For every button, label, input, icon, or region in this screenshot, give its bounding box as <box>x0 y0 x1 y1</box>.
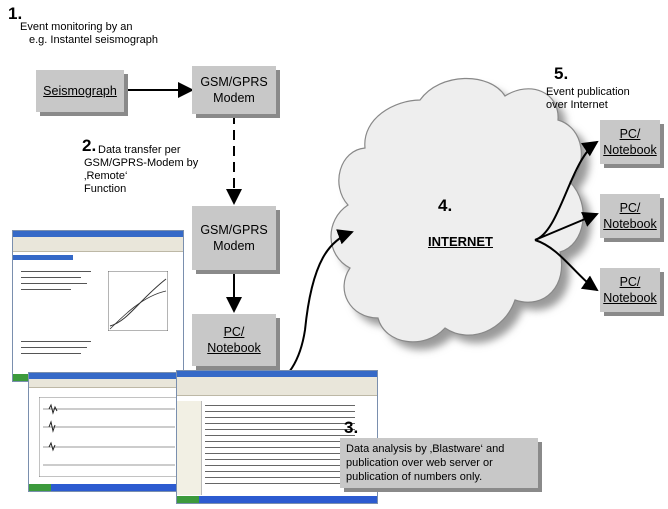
pc-remote-3-line-1: PC/ <box>619 275 641 289</box>
software-screenshot-blastware <box>176 370 378 504</box>
event-graph-thumbnail <box>108 271 168 331</box>
pc-local-line-2: Notebook <box>207 341 261 355</box>
step-1-text: Event monitoring by an e.g. Instantel se… <box>20 21 158 47</box>
step-3-line-1: Data analysis by ‚Blastware‘ and <box>346 443 505 455</box>
software-screenshot-event-report <box>12 230 184 382</box>
seismograph-label: Seismograph <box>43 84 117 98</box>
step-2-line-3: Function <box>84 183 127 195</box>
modem-2-line-2: Modem <box>213 239 255 253</box>
modem-1-line-1: GSM/GPRS <box>200 75 268 89</box>
arrow-internet-notebook-1 <box>534 140 599 241</box>
modem-2-line-1: GSM/GPRS <box>200 223 268 237</box>
step-3-note: Data analysis by ‚Blastware‘ and publica… <box>340 438 538 488</box>
gsm-modem-box-2: GSM/GPRS Modem <box>192 206 276 270</box>
step-4-number: 4. <box>438 196 453 215</box>
pc-remote-1-line-1: PC/ <box>619 127 641 141</box>
arrow-internet-notebook-2 <box>534 212 599 241</box>
gsm-modem-box-1: GSM/GPRS Modem <box>192 66 276 114</box>
pc-notebook-box-remote-1: PC/ Notebook <box>600 120 660 164</box>
step-3-number: 3. <box>344 418 359 437</box>
seismograph-box: Seismograph <box>36 70 124 112</box>
step-5-number: 5. <box>554 64 569 83</box>
pc-remote-2-line-1: PC/ <box>619 201 641 215</box>
step-5-line-2: over Internet <box>546 99 608 111</box>
internet-label: INTERNET <box>428 234 493 249</box>
pc-remote-3-line-2: Notebook <box>603 291 657 305</box>
step-2-number: 2. <box>82 136 97 155</box>
step-2-line-2: GSM/GPRS-Modem by ‚Remote‘ <box>84 157 199 182</box>
arrow-internet-notebook-3 <box>534 239 599 292</box>
modem-1-line-2: Modem <box>213 91 255 105</box>
internet-cloud <box>330 77 584 343</box>
step-2-line-1: Data transfer per <box>98 144 181 156</box>
step-1-line-1: Event monitoring by an <box>20 21 133 33</box>
pc-remote-2-line-2: Notebook <box>603 217 657 231</box>
step-5-line-1: Event publication <box>546 86 630 98</box>
pc-notebook-box-local: PC/ Notebook <box>192 314 276 366</box>
pc-notebook-box-remote-2: PC/ Notebook <box>600 194 660 238</box>
pc-local-line-1: PC/ <box>223 325 245 339</box>
step-5-text: Event publication over Internet <box>546 86 630 112</box>
waveform-thumbnail <box>39 397 179 477</box>
pc-remote-1-line-2: Notebook <box>603 143 657 157</box>
step-1-number: 1. <box>8 4 23 23</box>
step-3-line-2: publication over web server or <box>346 457 493 469</box>
pc-notebook-box-remote-3: PC/ Notebook <box>600 268 660 312</box>
step-3-line-3: publication of numbers only. <box>346 471 483 483</box>
software-screenshot-waveforms <box>28 372 190 492</box>
step-2-text: Data transfer per GSM/GPRS-Modem by ‚Rem… <box>84 144 244 196</box>
step-1-line-2: e.g. Instantel seismograph <box>29 34 159 46</box>
